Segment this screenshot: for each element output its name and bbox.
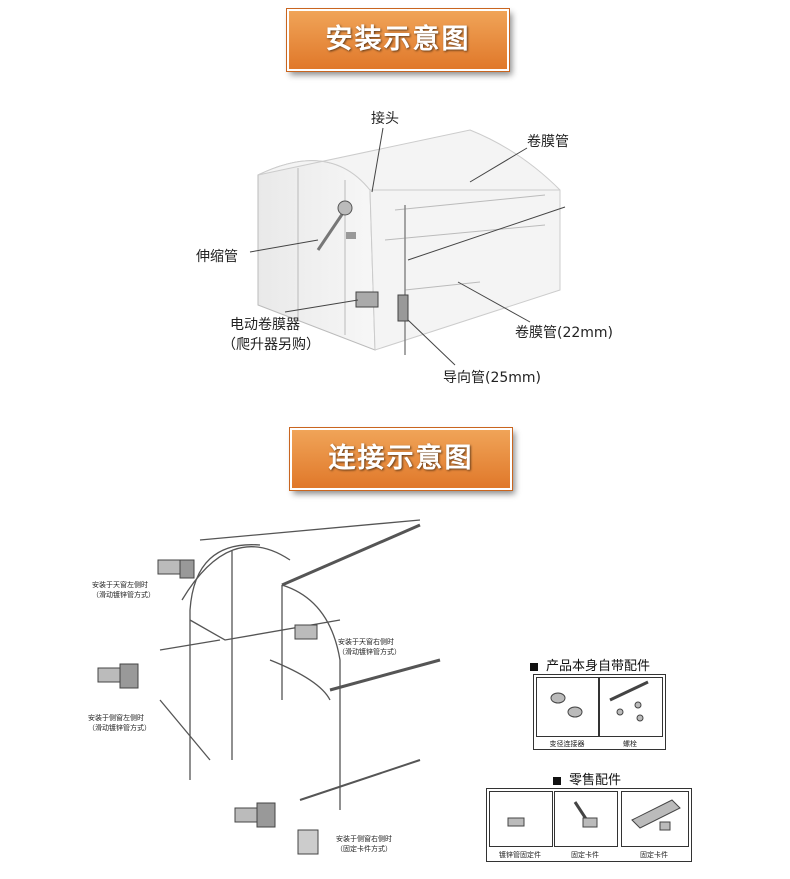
square-bullet-icon <box>553 776 561 785</box>
part-caption-reducer: 变径连接器 <box>549 740 585 748</box>
note-roof-left: 安装于天窗左侧时 （滑动镀锌管方式） <box>92 580 155 600</box>
note-line: 安装于天窗左侧时 <box>92 581 148 589</box>
label-guide-tube: 导向管(25mm) <box>443 370 542 386</box>
label-joint: 接头 <box>371 111 399 127</box>
part-box-reducer <box>536 677 599 737</box>
note-line: （滑动镀锌管方式） <box>338 648 401 656</box>
note-roof-right: 安装于天窗右侧时 （滑动镀锌管方式） <box>338 637 401 657</box>
note-line: 安装于侧窗右侧时 <box>336 835 392 843</box>
label-telescopic: 伸缩管 <box>196 249 238 265</box>
banner-install: 安装示意图 <box>287 9 509 71</box>
part-caption-clip-2: 固定卡件 <box>640 851 668 859</box>
part-caption-clip-1: 固定卡件 <box>571 851 599 859</box>
part-box-clip-2 <box>621 791 689 847</box>
note-line: （滑动镀锌管方式） <box>92 591 155 599</box>
note-side-left: 安装于侧窗左侧时 （滑动镀锌管方式） <box>88 713 151 733</box>
part-caption-pipe-fixer: 镀锌管固定件 <box>499 851 541 859</box>
note-line: 安装于天窗右侧时 <box>338 638 394 646</box>
part-caption-bolt: 螺栓 <box>623 740 637 748</box>
section-retail: 零售配件 <box>553 769 621 788</box>
note-side-right: 安装于侧窗右侧时 （固定卡件方式） <box>336 834 392 854</box>
label-motor-note: （爬升器另购） <box>222 337 320 353</box>
note-line: （滑动镀锌管方式） <box>88 724 151 732</box>
section-title: 零售配件 <box>569 773 622 788</box>
section-included: 产品本身自带配件 <box>530 655 650 674</box>
note-line: （固定卡件方式） <box>336 845 392 853</box>
label-motor: 电动卷膜器 <box>230 317 300 333</box>
part-box-pipe-fixer <box>489 791 553 847</box>
label-film-tube-22: 卷膜管(22mm) <box>515 325 614 341</box>
included-frame <box>533 674 666 750</box>
square-bullet-icon <box>530 662 538 671</box>
label-film-tube: 卷膜管 <box>527 134 569 150</box>
part-box-bolt <box>599 677 663 737</box>
note-line: 安装于侧窗左侧时 <box>88 714 144 722</box>
retail-frame <box>486 788 692 862</box>
banner-connect: 连接示意图 <box>290 428 512 490</box>
part-box-clip-1 <box>554 791 618 847</box>
section-title: 产品本身自带配件 <box>546 659 651 674</box>
